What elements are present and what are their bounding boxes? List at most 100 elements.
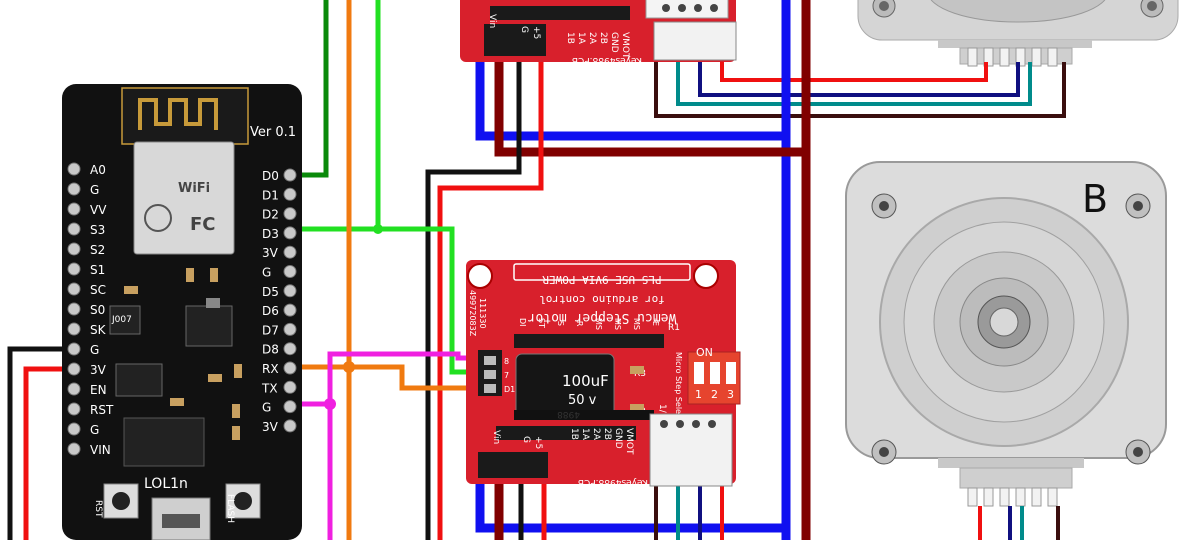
- driver-top-pin-label: MS: [594, 318, 603, 330]
- wire-d3-lime: [296, 226, 484, 375]
- nodemcu-right-pin-label: D0: [262, 169, 279, 183]
- dip-number-3: 3: [727, 388, 734, 401]
- nodemcu-left-pin-label: G: [90, 343, 99, 357]
- board-version: Ver 0.1: [250, 125, 296, 140]
- nodemcu-right-pin-label: D6: [262, 304, 279, 318]
- nodemcu-right-pin-hole: [283, 168, 297, 182]
- driver-top-pin-label: -S: [556, 318, 565, 326]
- resistor-r1: R1: [668, 323, 680, 333]
- driver-pin-label: 1A: [576, 32, 586, 45]
- top-driver-plus5-label: +5: [531, 26, 541, 39]
- nodemcu-left-pin-hole: [67, 242, 81, 256]
- wire-top-driver-red: [437, 56, 544, 540]
- driver-pin-label: 2B: [602, 428, 612, 440]
- nodemcu-right-pin-hole: [283, 322, 297, 336]
- chip-label: J007: [111, 315, 132, 325]
- nodemcu-right-pin-hole: [283, 207, 297, 221]
- nodemcu-right-pin-label: G: [262, 266, 271, 280]
- motor-a-connector-pins: [967, 47, 1058, 67]
- driver-top-pin-label: MS: [632, 318, 641, 330]
- driver-pin-label: 2A: [587, 32, 597, 45]
- nodemcu-left-pin-label: G: [90, 423, 99, 437]
- nodemcu-left-pin-label: EN: [90, 383, 107, 397]
- nodemcu-left-pin-hole: [67, 302, 81, 316]
- nodemcu-right-pin-label: D1: [262, 188, 279, 202]
- driver-subtitle: for arduino control: [539, 293, 665, 306]
- stepper-motor-b: B: [845, 161, 1167, 507]
- top-driver-vin-label: Vin: [487, 14, 497, 28]
- wire-motor-a-brown: [654, 40, 1066, 118]
- nodemcu-left-pin-hole: [67, 182, 81, 196]
- dip-number-2: 2: [711, 388, 718, 401]
- wire-nodemcu-g-black: [7, 346, 70, 540]
- nodemcu-left-pin-label: S3: [90, 223, 105, 237]
- capacitor-value: 100uF: [562, 372, 609, 390]
- bottom-driver-plus5-label: +5: [533, 436, 543, 449]
- wire-d0-green: [296, 0, 329, 178]
- nodemcu-left-pin-label: VV: [90, 203, 107, 217]
- nodemcu-right-pin-label: G: [262, 401, 271, 415]
- nodemcu-left-pin-hole: [67, 342, 81, 356]
- wire-motor-a-navy: [698, 40, 1020, 97]
- nodemcu-right-pin-hole: [283, 361, 297, 375]
- nodemcu-left-pin-label: RST: [90, 403, 114, 417]
- driver-pin-label: GND: [613, 428, 623, 449]
- driver-power-warning: PLS USE 9VIA POWER: [542, 273, 662, 286]
- nodemcu-right-pin-hole: [283, 400, 297, 414]
- wire-top-driver-darkred: [494, 56, 806, 157]
- nodemcu-right-pin-label: 3V: [262, 420, 279, 434]
- nodemcu-right-pin-hole: [283, 226, 297, 240]
- nodemcu-left-pin-label: 3V: [90, 363, 107, 377]
- nodemcu-left-pin-hole: [67, 202, 81, 216]
- driver-pin-label: VMOT: [624, 428, 634, 455]
- bottom-driver-vin-label: Vin: [491, 430, 501, 444]
- nodemcu-left-pin-hole: [67, 422, 81, 436]
- nodemcu-left-pin-label: SC: [90, 283, 106, 297]
- nodemcu-left-pin-label: S1: [90, 263, 105, 277]
- smd-components: [124, 268, 242, 440]
- nodemcu-left-pin-hole: [67, 362, 81, 376]
- flash-button-label: FLASH: [225, 494, 235, 523]
- driver-pin-label: 1A: [580, 428, 590, 441]
- nodemcu-right-pin-label: D8: [262, 343, 279, 357]
- nodemcu-board: WiFi FC Ver 0.1 J007 LOL1n RST FLASH A0G…: [62, 84, 302, 540]
- driver-pin-label: 2A: [591, 428, 601, 441]
- driver-pin-label: 1B: [569, 428, 579, 440]
- nodemcu-left-pin-hole: [67, 322, 81, 336]
- nodemcu-left-pin-label: S0: [90, 303, 105, 317]
- capacitor-voltage: 50 v: [568, 393, 597, 408]
- driver-pin-label: 2B: [598, 32, 608, 44]
- dip-on-label: ON: [696, 346, 713, 359]
- nodemcu-right-pin-label: 3V: [262, 246, 279, 260]
- driver-top-pin-label: -R: [575, 318, 584, 327]
- header-pin: [484, 356, 496, 365]
- nodemcu-right-pin-hole: [283, 245, 297, 259]
- board-name: LOL1n: [144, 476, 188, 492]
- driver-pin-label: 1B: [565, 32, 575, 44]
- nodemcu-right-pin-label: D3: [262, 227, 279, 241]
- nodemcu-left-pin-hole: [67, 402, 81, 416]
- bottom-driver-4988-label: 4988: [557, 409, 580, 419]
- driver-serial: 49972083Z: [468, 290, 477, 337]
- dip-number-1: 1: [695, 388, 702, 401]
- nodemcu-right-pin-hole: [283, 265, 297, 278]
- driver-serial-2: 111330: [478, 298, 487, 329]
- wire-nodemcu-3v-red: [23, 366, 70, 540]
- nodemcu-right-pin-label: D5: [262, 285, 279, 299]
- nodemcu-left-pin-hole: [67, 262, 81, 276]
- driver-top-pin-label: MS: [613, 318, 622, 330]
- motor-b-label: B: [1082, 177, 1108, 221]
- driver-title: Wemcu Stepper motor: [527, 310, 676, 325]
- nodemcu-right-pin-hole: [283, 303, 297, 317]
- wire-top-driver-blue: [475, 56, 786, 141]
- nodemcu-left-pin-hole: [67, 222, 81, 236]
- top-driver-pcb-label: Keyes4988.PCB: [572, 55, 642, 65]
- header-pin-label: D1: [504, 385, 515, 394]
- nodemcu-right-pin-hole: [283, 419, 297, 433]
- nodemcu-right-pin-label: D2: [262, 208, 279, 222]
